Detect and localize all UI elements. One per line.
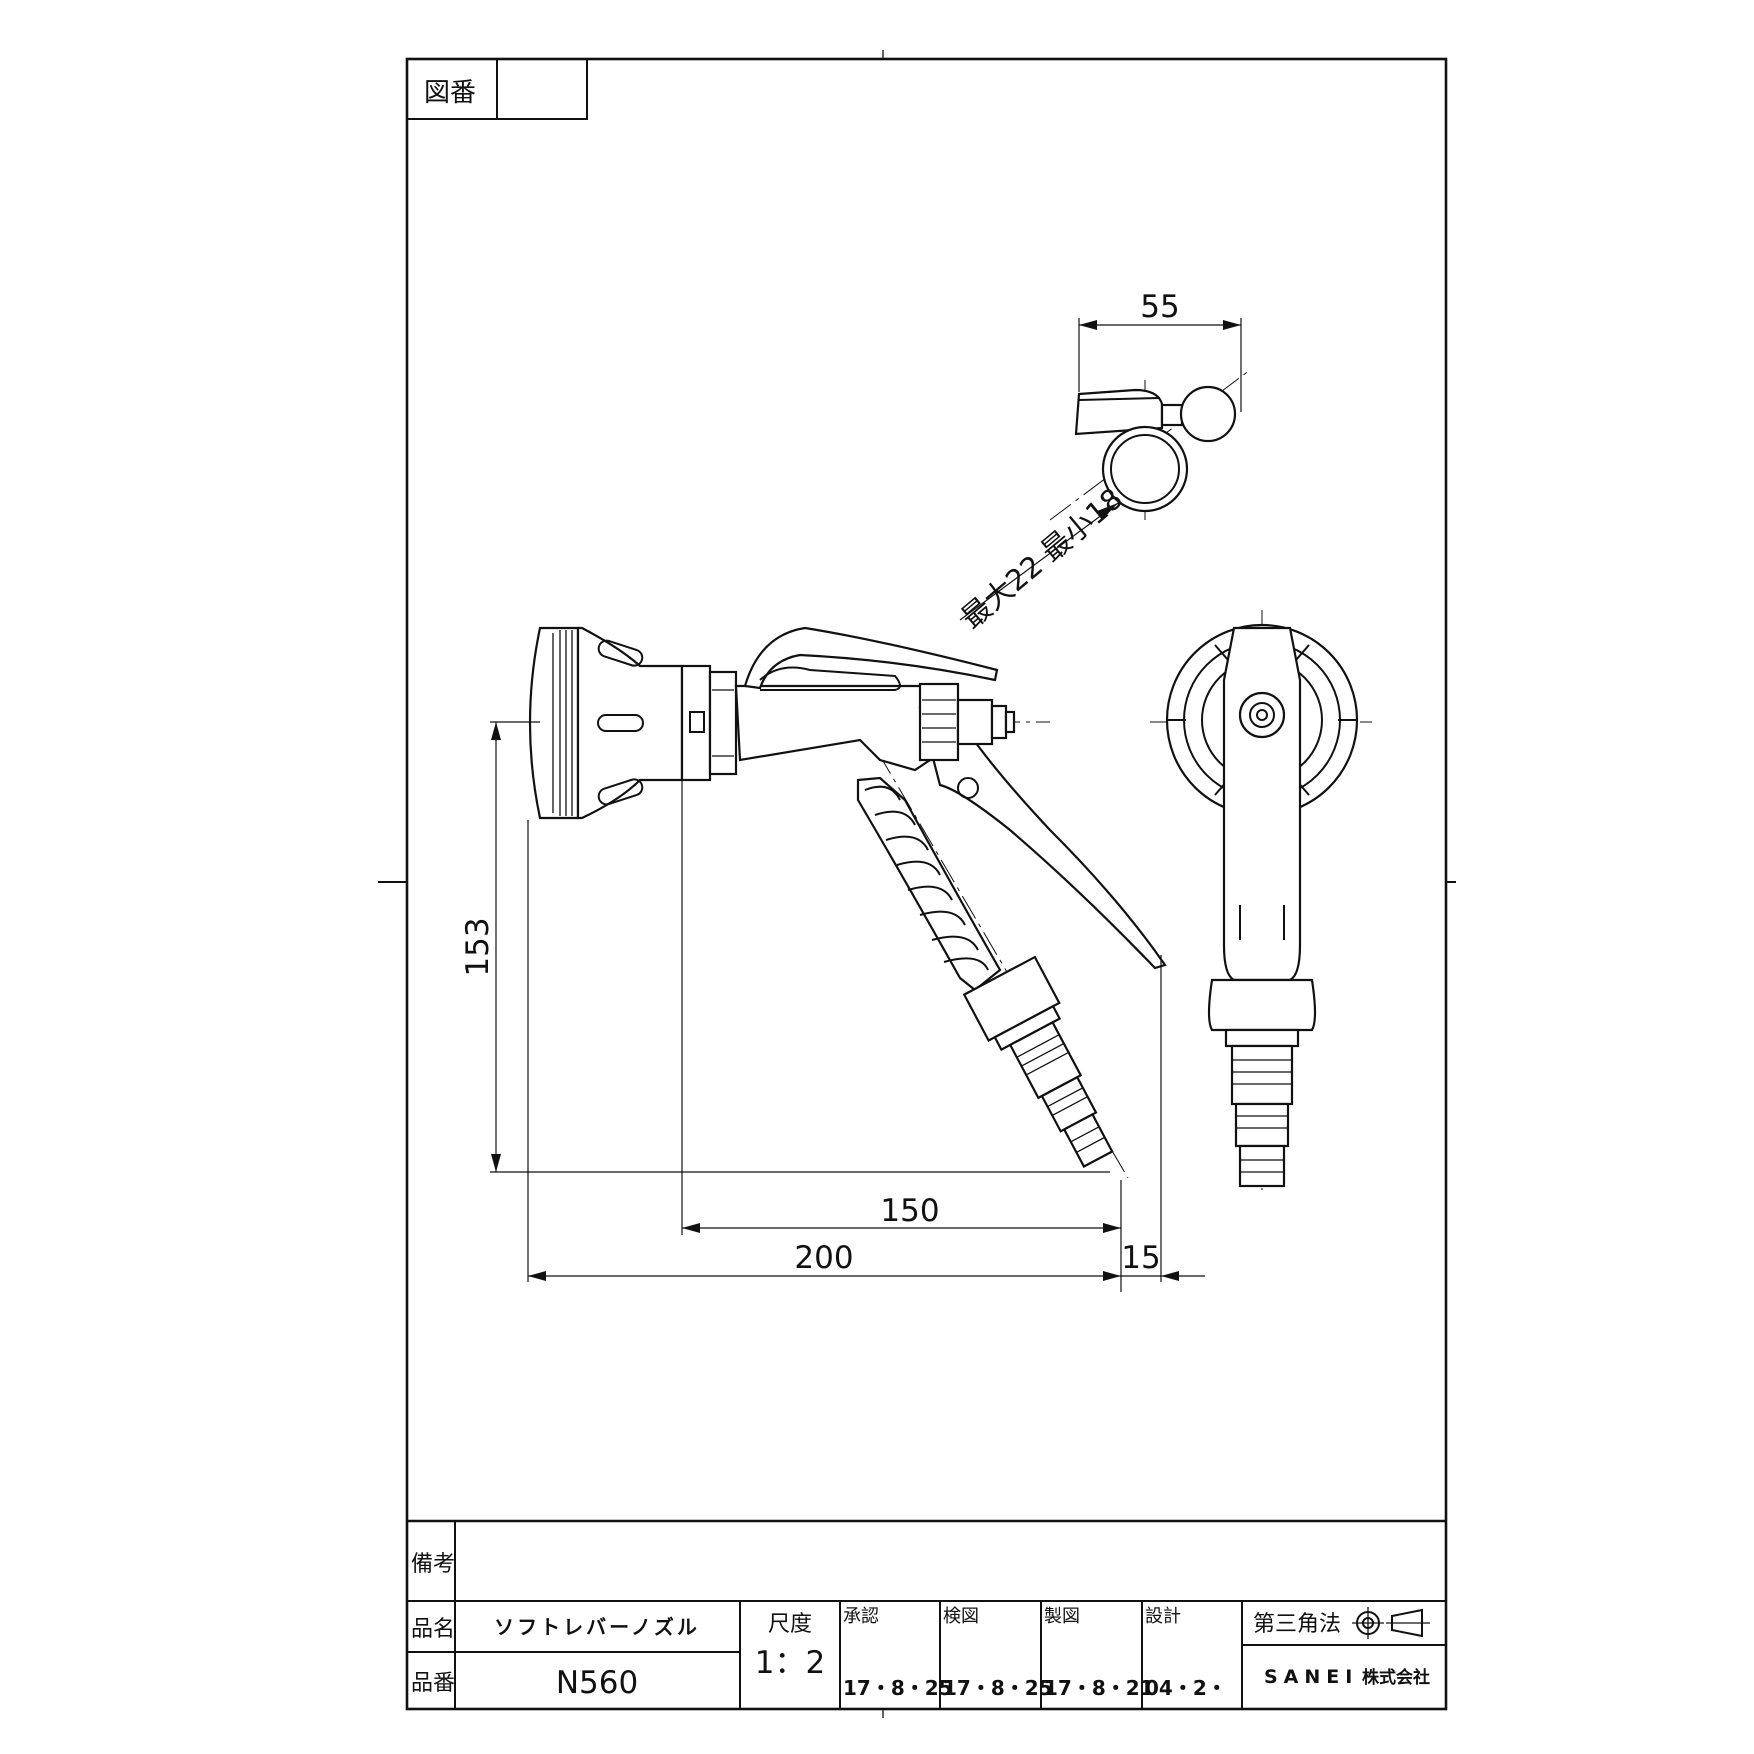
spray-head-face — [528, 626, 580, 820]
approval-label: 承認 — [843, 1606, 879, 1627]
drafting-date: 17・8・21 — [1044, 1676, 1154, 1700]
gun-barrel — [734, 684, 932, 772]
front-view — [1150, 610, 1372, 1190]
top-lever — [743, 626, 999, 690]
trigger-lever — [918, 698, 1167, 970]
spray-head-housing — [576, 626, 684, 820]
dimension-153: 153 — [460, 721, 1110, 1173]
dimension-55: 55 — [1078, 289, 1242, 412]
dimension-150: 150 — [681, 780, 1122, 1292]
top-view-hose-clamp — [1049, 369, 1251, 521]
projection-label: 第三角法 — [1253, 1612, 1341, 1637]
drawing-number-box: 図番 — [406, 58, 588, 120]
product-number-label: 品番 — [411, 1671, 455, 1696]
dimension-15-label: 15 — [1121, 1240, 1160, 1276]
hose-connector — [962, 955, 1114, 1169]
scale-value: 1：2 — [755, 1645, 825, 1681]
dimension-200: 200 — [527, 820, 1162, 1282]
company-name: SANEI — [1264, 1666, 1358, 1688]
pistol-grip — [856, 776, 1002, 992]
dimension-150-label: 150 — [880, 1193, 939, 1229]
dimension-200-label: 200 — [794, 1240, 853, 1276]
hose-diameter-label: 最大22 最小18 — [955, 481, 1129, 635]
drawing-number-label: 図番 — [424, 78, 476, 108]
dimension-55-label: 55 — [1140, 289, 1179, 325]
dimension-153-label: 153 — [460, 917, 496, 976]
product-name-label: 品名 — [411, 1617, 455, 1642]
sheet-frame — [378, 50, 1456, 1718]
third-angle-projection-icon — [1352, 1607, 1430, 1639]
design-label: 設計 — [1145, 1606, 1181, 1627]
drafting-label: 製図 — [1044, 1606, 1080, 1627]
title-block: 備考 品名 ソフトレバーノズル 品番 N560 尺度 1：2 承認 17・8・2… — [407, 1519, 1446, 1709]
remarks-label: 備考 — [411, 1552, 455, 1577]
inspection-label: 検図 — [943, 1606, 979, 1627]
dimension-15: 15 — [1121, 1240, 1205, 1281]
product-number: N560 — [556, 1665, 638, 1701]
company-suffix: 株式会社 — [1362, 1667, 1430, 1688]
approval-date: 17・8・25 — [843, 1676, 953, 1700]
side-view-spray-nozzle — [490, 626, 1167, 1179]
scale-label: 尺度 — [768, 1612, 812, 1637]
design-date: 04・2・ — [1145, 1676, 1227, 1700]
inspection-date: 17・8・25 — [943, 1676, 1053, 1700]
product-name: ソフトレバーノズル — [494, 1615, 700, 1639]
hose-diameter-leader: 最大22 最小18 — [955, 481, 1129, 635]
